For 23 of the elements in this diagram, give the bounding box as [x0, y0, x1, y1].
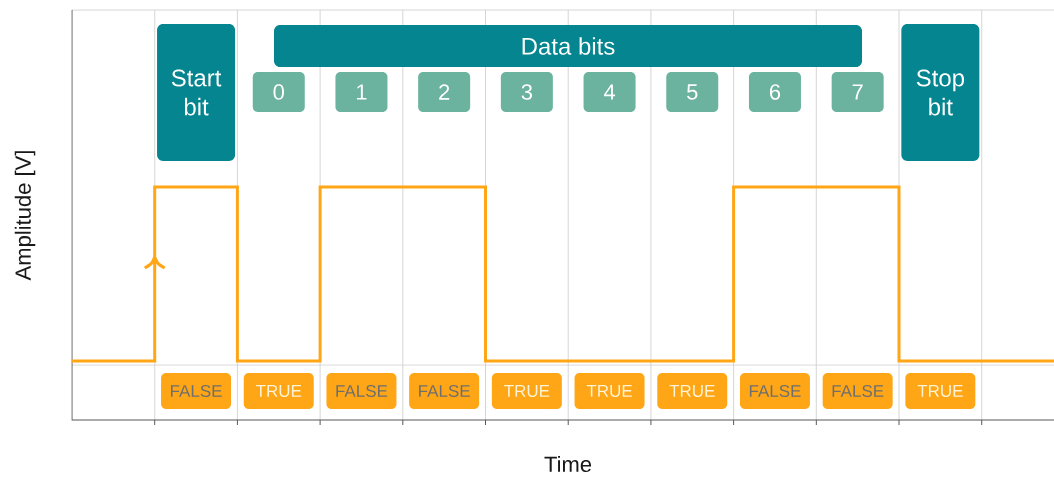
bit-index-box: 7	[831, 72, 884, 112]
axis-title: Amplitude [V]	[14, 151, 36, 281]
bit-index-box: 3	[500, 72, 553, 112]
frame-bit-box: Start bit	[157, 24, 236, 161]
logic-state-box: FALSE	[822, 373, 893, 409]
axis-title: Time	[544, 455, 592, 473]
bit-index-box: 4	[583, 72, 636, 112]
bit-index-box: 5	[666, 72, 719, 112]
logic-state-box: TRUE	[491, 373, 562, 409]
bit-index-box: 2	[418, 72, 471, 112]
logic-state-box: FALSE	[161, 373, 232, 409]
frame-bit-box: Stop bit	[901, 24, 980, 161]
bit-index-box: 1	[335, 72, 388, 112]
logic-state-box: TRUE	[657, 373, 728, 409]
bit-index-box: 0	[252, 72, 305, 112]
logic-state-box: FALSE	[326, 373, 397, 409]
logic-state-box: TRUE	[574, 373, 645, 409]
logic-state-box: FALSE	[409, 373, 480, 409]
data-bits-bar: Data bits	[274, 25, 862, 67]
logic-state-box: TRUE	[243, 373, 314, 409]
logic-state-box: TRUE	[905, 373, 976, 409]
bit-index-box: 6	[748, 72, 801, 112]
logic-state-box: FALSE	[739, 373, 810, 409]
